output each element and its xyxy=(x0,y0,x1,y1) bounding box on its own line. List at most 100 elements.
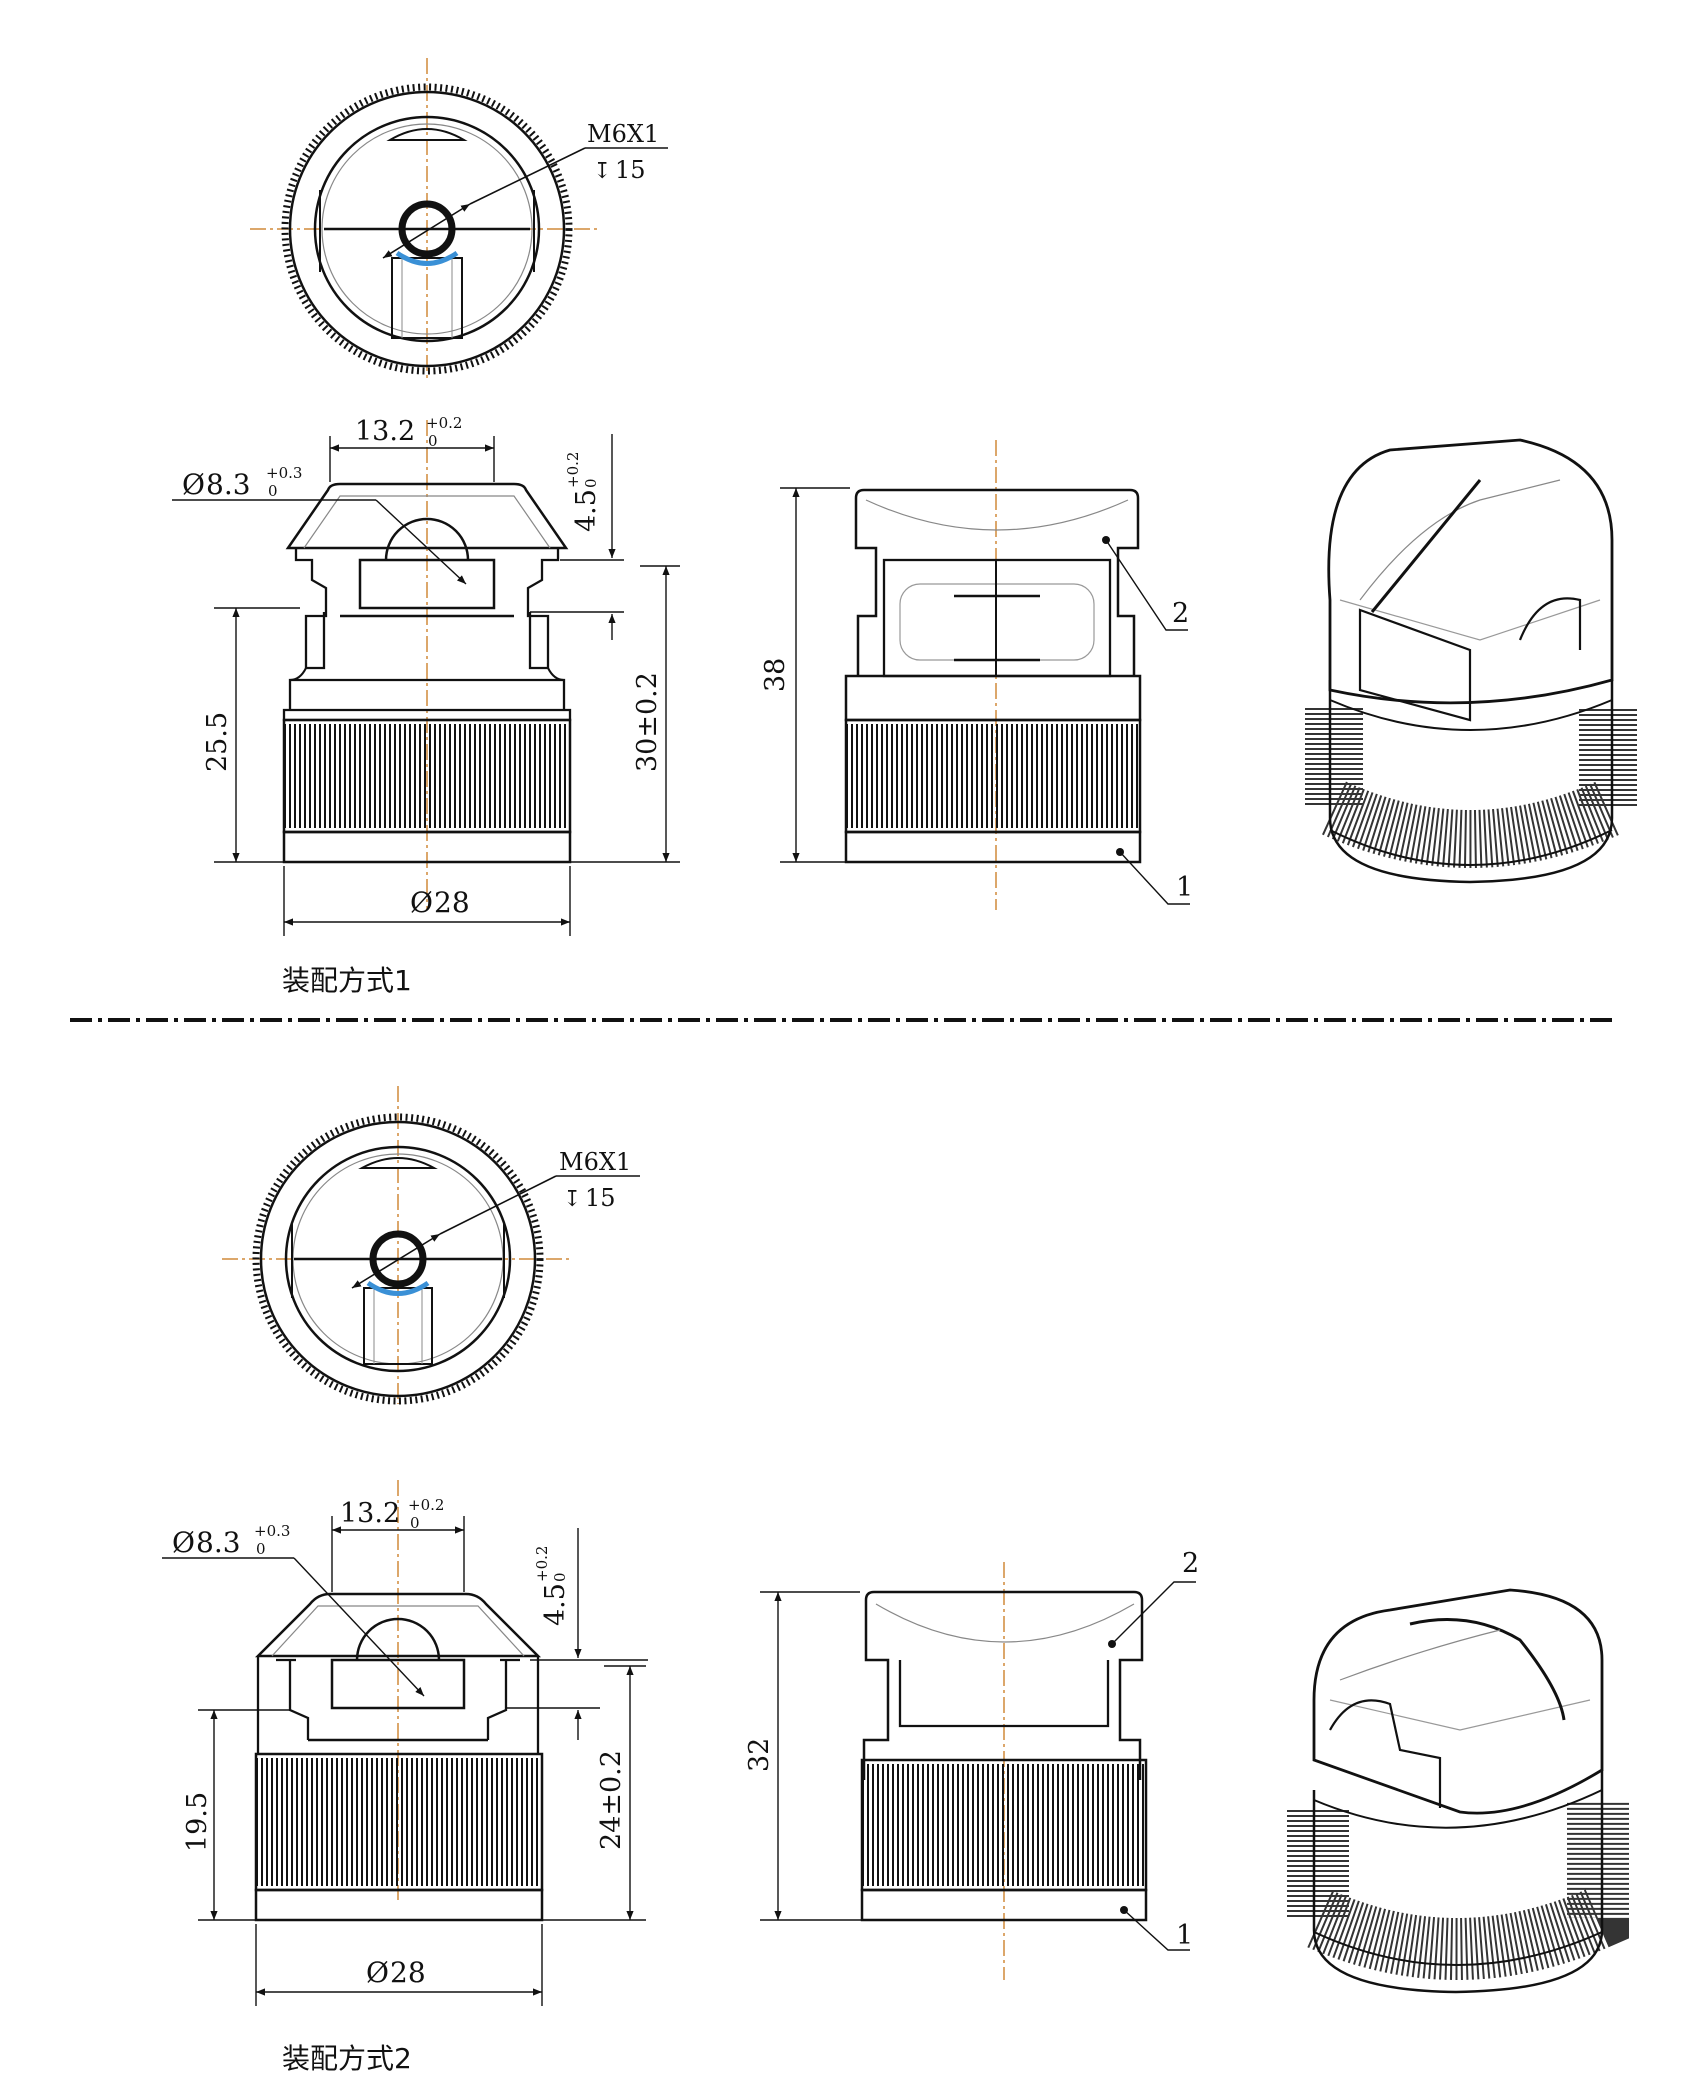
base-band xyxy=(282,830,572,864)
iso-cap xyxy=(1327,438,1614,705)
hole-dia-value: 8.3 xyxy=(206,468,251,501)
thread-leader xyxy=(351,1233,441,1289)
side-ibeam xyxy=(954,594,1040,662)
assembly-1-front-view: 13.2 +0.2 0 8.3 Ø +0.3 0 4.5 +0.2 0 25.5… xyxy=(172,414,680,936)
top-arc xyxy=(386,128,468,141)
thread-depth: 15 xyxy=(585,1184,616,1212)
iso-body xyxy=(1328,680,1614,884)
iso-knurl xyxy=(1287,1800,1629,1980)
thread-leader xyxy=(382,203,471,259)
body-fillets xyxy=(289,667,565,681)
iso-cap-ridge xyxy=(1370,479,1482,613)
diameter-value: 28 xyxy=(434,886,470,919)
balloon-2-leader xyxy=(1105,539,1188,631)
outer-circle xyxy=(259,1120,537,1398)
slot-width-tol-lower: 0 xyxy=(410,1514,420,1532)
hole-dia-tol-lower: 0 xyxy=(256,1540,266,1558)
slot-width-tol-upper: +0.2 xyxy=(426,414,462,432)
side-height-value: 32 xyxy=(744,1738,775,1772)
side-window xyxy=(898,1660,1110,1728)
slot-depth-tol-upper: +0.2 xyxy=(564,452,582,488)
height-total-value: 30±0.2 xyxy=(632,672,663,772)
iso-bands xyxy=(1313,1789,1603,1966)
iso-cap-ridge xyxy=(1409,1618,1566,1721)
side-cap-arc xyxy=(875,1603,1135,1643)
side-base xyxy=(860,1888,1148,1922)
iso-window xyxy=(1358,608,1472,722)
top-arc xyxy=(358,1157,438,1169)
base-band xyxy=(254,1888,544,1922)
slot-depth-tol-lower: 0 xyxy=(551,1572,569,1582)
slot-depth-value: 4.5 xyxy=(540,1583,571,1626)
balloon-1: 1 xyxy=(1176,1920,1193,1951)
balloon-1-leader xyxy=(1123,1909,1190,1951)
hole-dia-tol-upper: +0.3 xyxy=(254,1522,290,1540)
depth-symbol: ↧ xyxy=(593,159,611,184)
inner-circle xyxy=(313,115,541,343)
iso-hole xyxy=(1518,597,1582,650)
iso-cap-edge xyxy=(1339,1629,1501,1681)
hole-arc xyxy=(355,1617,441,1661)
assembly-1-iso-view xyxy=(1305,438,1637,884)
assembly-1: M6X1 ↧ 15 13.2 +0.2 0 xyxy=(172,58,1637,997)
slot-window xyxy=(330,1658,466,1710)
depth-symbol: ↧ xyxy=(563,1187,581,1212)
assembly-2-side-view: 32 2 1 xyxy=(744,1548,1199,1980)
assembly-2-iso-view xyxy=(1287,1588,1629,1994)
height-left-value: 19.5 xyxy=(182,1792,213,1852)
hole-dia-leader xyxy=(375,499,467,585)
slot-window xyxy=(358,558,496,610)
side-height-value: 38 xyxy=(760,658,791,692)
hole-arc xyxy=(384,517,470,561)
side-cap-arc xyxy=(865,499,1129,531)
side-base xyxy=(844,830,1142,864)
iso-cap xyxy=(1312,1588,1604,1815)
side-shoulder xyxy=(844,674,1142,722)
knurl-band xyxy=(254,1752,544,1892)
iso-hole xyxy=(1329,1699,1442,1808)
diameter-symbol: Ø xyxy=(410,886,433,919)
balloon-1: 1 xyxy=(1176,872,1193,903)
diameter-symbol: Ø xyxy=(366,1956,389,1989)
cap-top-inner xyxy=(271,1605,525,1657)
height-total-value: 24±0.2 xyxy=(596,1750,627,1850)
knurled-rim xyxy=(252,1113,544,1405)
thread-callout: M6X1 xyxy=(587,120,659,148)
thread-leader-ext xyxy=(439,1175,557,1235)
iso-cap-edge xyxy=(1359,479,1561,601)
thread-callout: M6X1 xyxy=(559,1148,631,1176)
diameter-symbol: Ø xyxy=(172,1526,195,1559)
slot-depth-tol-upper: +0.2 xyxy=(533,1546,551,1582)
iso-cap-thin xyxy=(1329,1699,1591,1731)
cap-top xyxy=(285,482,569,550)
inner-ring xyxy=(321,123,533,335)
iso-knurl xyxy=(1305,708,1637,868)
cap-top xyxy=(254,1592,542,1658)
slot-depth-tol-lower: 0 xyxy=(582,478,600,488)
cap-legs xyxy=(256,1656,540,1754)
caption-1: 装配方式1 xyxy=(282,964,412,997)
knurled-rim xyxy=(281,83,573,375)
balloon-2: 2 xyxy=(1172,598,1189,629)
hole-dia-value: 8.3 xyxy=(196,1526,241,1559)
side-cap xyxy=(862,1590,1144,1780)
hole-dia-tol-lower: 0 xyxy=(268,482,278,500)
channel xyxy=(391,257,463,339)
iso-body xyxy=(1312,1770,1604,1994)
slot-depth-value: 4.5 xyxy=(571,489,602,532)
hole-dia-leader xyxy=(293,1557,425,1697)
caption-2: 装配方式2 xyxy=(282,2042,412,2075)
assembly-2-front-view: 13.2 +0.2 0 8.3 Ø +0.3 0 4.5 +0.2 0 19.5… xyxy=(162,1480,648,2006)
diameter-value: 28 xyxy=(390,1956,426,1989)
balloon-2-leader xyxy=(1111,1581,1196,1645)
assembly-1-side-view: 38 2 1 xyxy=(760,440,1193,910)
outer-circle xyxy=(288,90,566,368)
assembly-2-top-view: M6X1 ↧ 15 xyxy=(222,1086,640,1405)
slot-width-tol-lower: 0 xyxy=(428,432,438,450)
slot-width-value: 13.2 xyxy=(340,1498,400,1529)
channel xyxy=(363,1287,433,1365)
iso-cap-thin xyxy=(1339,599,1601,641)
cap-legs xyxy=(294,548,560,670)
balloon-1-leader xyxy=(1119,851,1190,905)
slot-width-tol-upper: +0.2 xyxy=(408,1496,444,1514)
